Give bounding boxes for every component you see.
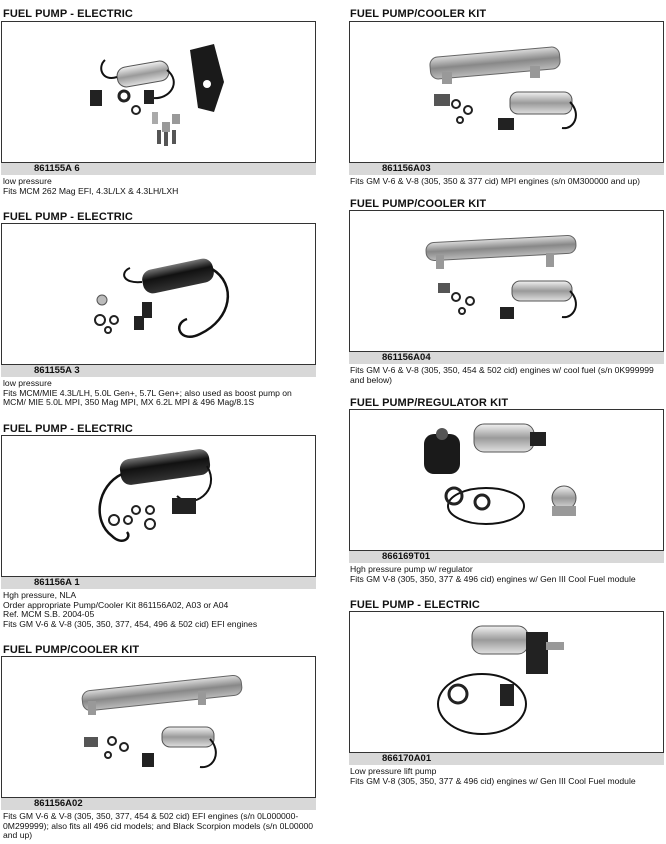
description-line: Fits MCM/MIE 4.3L/LH, 5.0L Gen+, 5.7L Ge… [3,387,295,408]
part-number-bar: 866169T01 [349,551,664,563]
product-card-861155A3: FUEL PUMP - ELECTRIC [3,211,316,223]
product-image-frame [1,223,316,365]
product-description: Low pressure lift pump Fits GM V-8 (305,… [350,766,664,786]
product-card-861156A02: FUEL PUMP/COOLER KIT [3,644,316,656]
product-title: FUEL PUMP/REGULATOR KIT [350,397,509,409]
description-line: Fits GM V-8 (305, 350, 377 & 496 cid) en… [350,573,636,584]
product-description: low pressure Fits MCM 262 Mag EFI, 4.3L/… [3,176,316,196]
product-image-frame [349,611,664,753]
description-line: Fits GM V-6 & V-8 (305, 350, 377, 454 & … [3,811,316,841]
description-line: Hgh pressure pump w/ regulator [350,564,473,574]
product-title: FUEL PUMP/COOLER KIT [350,198,487,210]
part-number-bar: 861156A 1 [1,577,316,589]
pump-cooler-kit-image [425,234,577,319]
lift-pump-image [437,625,564,735]
description-line: Fits GM V-6 & V-8 (305, 350 & 377 cid) M… [350,176,640,186]
product-image-frame [1,21,316,163]
part-number-bar: 861155A 6 [1,163,316,175]
part-number-bar: 866170A01 [349,753,664,765]
description-line: Order appropriate Pump/Cooler Kit 861156… [3,599,229,610]
description-line: Ref. MCM S.B. 2004-05 [3,609,95,620]
pump-regulator-kit-image [424,423,577,525]
description-line: Fits MCM 262 Mag EFI, 4.3L/LX & 4.3LH/LX… [3,185,179,196]
product-description: Fits GM V-6 & V-8 (305, 350 & 377 cid) M… [350,176,664,187]
fuel-pump-image [94,258,230,338]
description-line: Fits GM V-6 & V-8 (305, 350, 377, 454, 4… [3,618,258,629]
description-line: Hgh pressure, NLA [3,590,77,600]
product-description: Hgh pressure pump w/ regulator Fits GM V… [350,564,664,584]
description-line: low pressure [3,176,52,186]
description-line: Low pressure lift pump [350,766,437,776]
description-line: Fits GM V-8 (305, 350, 377 & 496 cid) en… [350,775,636,786]
product-image-frame [1,656,316,798]
part-number-bar: 861156A02 [1,798,316,810]
part-number-bar: 861156A04 [349,352,664,364]
fuel-pump-image [98,449,213,542]
product-title: FUEL PUMP - ELECTRIC [3,211,133,223]
product-description: Hgh pressure, NLA Order appropriate Pump… [3,590,316,629]
description-line: low pressure [3,378,52,388]
product-title: FUEL PUMP/COOLER KIT [3,644,140,656]
product-image-frame [349,210,664,352]
product-image-frame [1,435,316,577]
description-line: Fits GM V-6 & V-8 (305, 350, 454 & 502 c… [350,365,657,385]
product-card-866170A01: FUEL PUMP - ELECTRIC [350,599,664,611]
product-description: Fits GM V-6 & V-8 (305, 350, 377, 454 & … [3,811,316,841]
product-card-861156A1: FUEL PUMP - ELECTRIC [3,423,316,435]
product-card-861155A6: FUEL PUMP - ELECTRIC [3,8,316,20]
pump-cooler-kit-image [429,46,577,130]
product-card-866169T01: FUEL PUMP/REGULATOR KIT [350,397,664,409]
product-card-861156A04: FUEL PUMP/COOLER KIT [350,198,664,210]
product-description: Fits GM V-6 & V-8 (305, 350, 454 & 502 c… [350,365,664,385]
fuel-pump-kit-image [90,44,224,146]
pump-cooler-kit-image [81,674,243,769]
product-title: FUEL PUMP - ELECTRIC [350,599,480,611]
part-number-bar: 861156A03 [349,163,664,175]
product-image-frame [349,409,664,551]
product-description: low pressure Fits MCM/MIE 4.3L/LH, 5.0L … [3,378,316,408]
product-title: FUEL PUMP - ELECTRIC [3,8,133,20]
part-number-bar: 861155A 3 [1,365,316,377]
product-title: FUEL PUMP/COOLER KIT [350,8,487,20]
product-title: FUEL PUMP - ELECTRIC [3,423,133,435]
product-card-861156A03: FUEL PUMP/COOLER KIT [350,8,664,20]
product-image-frame [349,21,664,163]
